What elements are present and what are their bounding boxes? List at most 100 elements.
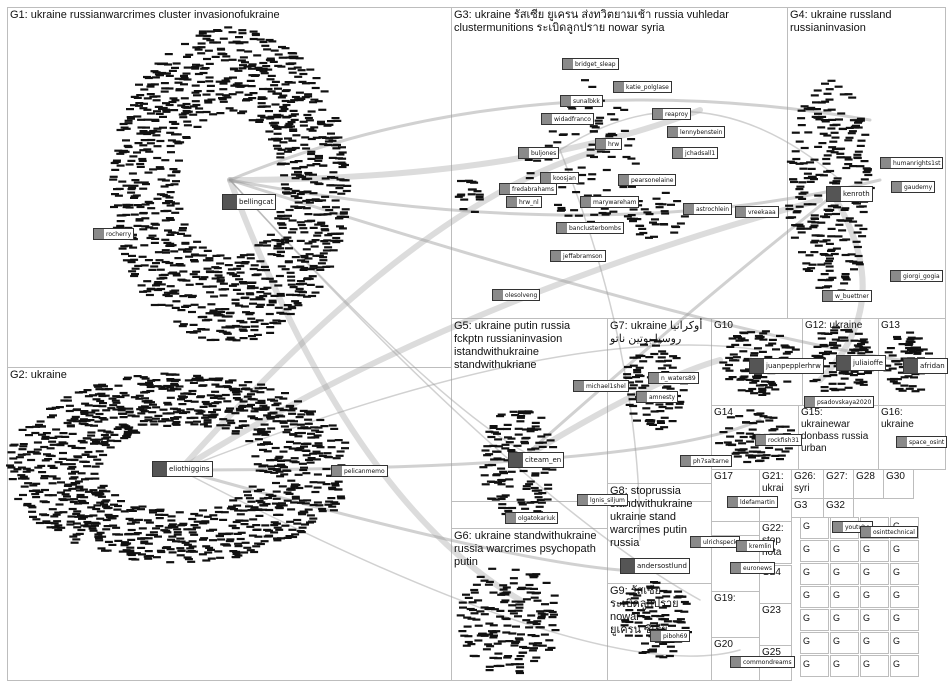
node <box>283 236 292 239</box>
node <box>273 253 282 256</box>
node-hrw-nl[interactable]: hrw_nl <box>506 196 542 208</box>
node-buljones[interactable]: buljones <box>518 147 560 159</box>
node-reaproy[interactable]: reaproy <box>652 108 692 120</box>
node-pelicanmemo[interactable]: pelicanmemo <box>331 465 388 477</box>
node <box>277 96 286 99</box>
node <box>623 373 632 376</box>
node-psadovskaya[interactable]: psadovskaya2020 <box>804 396 875 408</box>
node-lgnis[interactable]: lgnis_siljum <box>577 494 628 506</box>
node-eliothiggins[interactable]: eliothiggins <box>152 461 213 477</box>
node <box>856 372 865 375</box>
node <box>287 279 296 282</box>
node-bridget-sleap[interactable]: bridget_sleap <box>562 58 619 70</box>
node <box>166 131 175 134</box>
node <box>216 254 225 257</box>
node-widadfranco[interactable]: widadfranco <box>541 113 594 125</box>
node <box>27 504 36 507</box>
node-jeffabramson[interactable]: jeffabramson <box>550 250 606 262</box>
node <box>255 296 264 299</box>
node-koosjan[interactable]: koosjan <box>540 172 579 184</box>
node <box>135 102 144 105</box>
node-label: afridan <box>920 362 945 370</box>
node-marywareham[interactable]: marywareham <box>580 196 640 208</box>
node-kremlin[interactable]: kremlin <box>736 540 775 552</box>
node <box>840 377 849 380</box>
node-vreekaaa[interactable]: vreekaaa <box>735 206 779 218</box>
group-box-mini <box>890 655 919 677</box>
node-amnesty[interactable]: amnesty <box>636 391 679 403</box>
node-ulrichspeck[interactable]: ulrichspeck <box>690 536 741 548</box>
node-giorgi-gogia[interactable]: giorgi_gogia <box>890 270 943 282</box>
node-hrw[interactable]: hrw <box>595 138 623 150</box>
node <box>135 397 144 400</box>
node <box>135 83 143 86</box>
node <box>633 371 642 374</box>
node <box>641 384 650 387</box>
node <box>247 393 255 396</box>
node-afridan[interactable]: afridan <box>903 358 948 374</box>
node <box>830 131 839 134</box>
node <box>323 455 332 458</box>
node-cominardreams[interactable]: commondreams <box>730 656 795 668</box>
node <box>284 214 292 217</box>
node-citeam-en[interactable]: citeam_en <box>508 452 565 468</box>
node <box>504 436 512 439</box>
node-olesolveng[interactable]: olesolveng <box>492 289 541 301</box>
node-n-waters89[interactable]: n_waters89 <box>648 372 699 384</box>
node <box>848 130 857 133</box>
node-euronews[interactable]: euronews <box>730 562 776 574</box>
node-bellingcat[interactable]: bellingcat <box>222 194 277 210</box>
node-rockfish31[interactable]: rockfish31 <box>755 434 803 446</box>
node-kenroth[interactable]: kenroth <box>826 186 873 202</box>
avatar <box>649 373 659 383</box>
node <box>640 343 648 346</box>
node <box>570 209 579 212</box>
node-ldefamartin[interactable]: ldefamartin <box>727 496 778 508</box>
node-humanrights1st[interactable]: humanrights1st <box>880 157 944 169</box>
node-piboh69[interactable]: piboh69 <box>650 630 691 642</box>
node-lennybenstein[interactable]: lennybenstein <box>667 126 726 138</box>
node <box>526 480 535 483</box>
node-gaudemy[interactable]: gaudemy <box>891 181 936 193</box>
node <box>596 116 605 119</box>
node <box>191 84 200 87</box>
node-juanpeppler[interactable]: juanpepplerhrw <box>749 358 824 374</box>
node-jchadsall1[interactable]: jchadsall1 <box>672 147 719 159</box>
node <box>168 551 177 554</box>
node <box>737 337 746 340</box>
node-osinttechnical[interactable]: osinttechnical <box>860 526 918 538</box>
node <box>284 137 292 140</box>
node <box>275 470 284 473</box>
node <box>815 173 824 176</box>
node-pearsonelaine[interactable]: pearsonelaine <box>618 174 677 186</box>
node <box>728 376 737 379</box>
node-w-buettner[interactable]: w_buettner <box>822 290 872 302</box>
node <box>201 319 210 322</box>
node <box>132 194 141 197</box>
node-bancluster[interactable]: banclusterbombs <box>556 222 624 234</box>
node-michael1[interactable]: michael1shel <box>573 380 629 392</box>
node <box>297 224 306 227</box>
node-space-osint[interactable]: space_osint <box>896 436 948 448</box>
node-katie-polglase[interactable]: katie_polglase <box>613 81 672 93</box>
node <box>338 157 347 160</box>
node-rocherry[interactable]: rocherry <box>93 228 135 240</box>
node-juliafoltz[interactable]: juliaioffe <box>836 355 886 371</box>
node <box>216 535 224 538</box>
node-astrochlein[interactable]: astrochlein <box>683 203 733 215</box>
avatar <box>493 290 503 300</box>
node <box>166 561 175 564</box>
node <box>853 156 862 159</box>
node-andersostlund[interactable]: andersostlund <box>620 558 690 574</box>
node-fredabrahams[interactable]: fredabrahams <box>499 183 558 195</box>
node <box>503 656 512 659</box>
node <box>311 490 320 494</box>
node <box>180 83 188 86</box>
node <box>241 61 249 64</box>
node-ph7[interactable]: ph7saltarne <box>680 455 732 467</box>
node-olgatokariuk[interactable]: olgatokariuk <box>505 512 559 524</box>
node <box>844 93 853 96</box>
node <box>87 455 95 458</box>
node-sunalbkk[interactable]: sunalbkk <box>560 95 603 107</box>
node <box>138 157 147 161</box>
